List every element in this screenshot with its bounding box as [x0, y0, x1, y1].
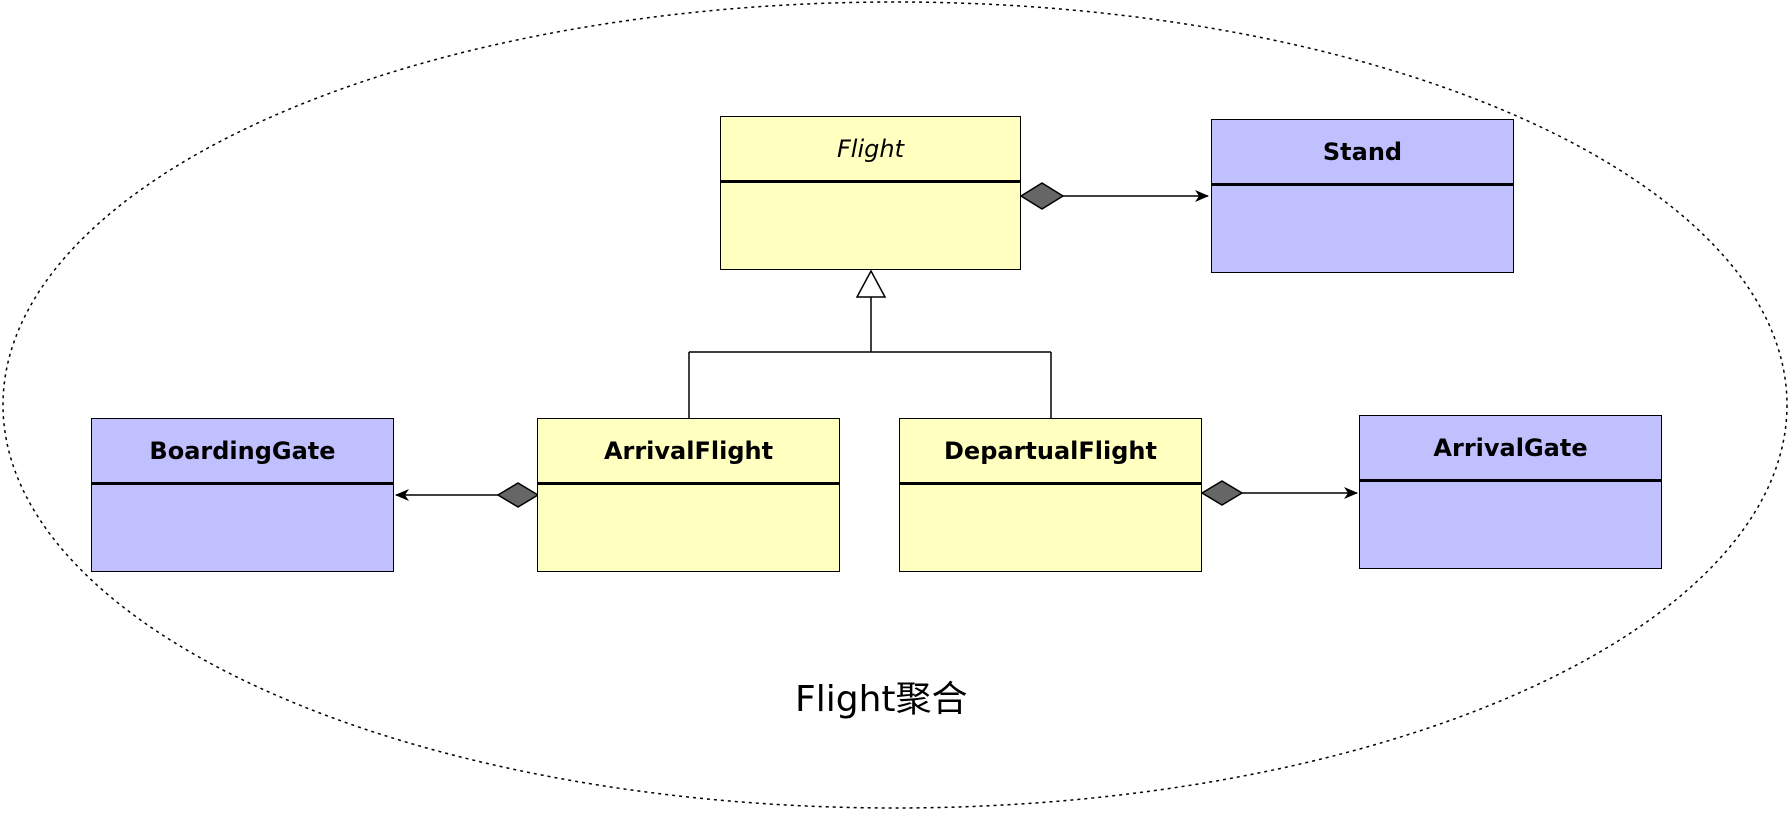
composition-flight-stand — [1019, 182, 1209, 210]
class-boardinggate-name: BoardingGate — [92, 419, 393, 485]
class-flight-name: Flight — [721, 117, 1020, 183]
class-arrivalflight-name: ArrivalFlight — [538, 419, 839, 485]
class-arrivalgate-name: ArrivalGate — [1360, 416, 1661, 482]
generalization-tree — [688, 269, 1052, 418]
class-stand[interactable]: Stand — [1211, 119, 1514, 273]
class-departualflight[interactable]: DepartualFlight — [899, 418, 1202, 572]
composition-arrivalflight-boardinggate — [395, 482, 540, 508]
aggregate-label: Flight聚合 — [795, 679, 968, 720]
class-flight[interactable]: Flight — [720, 116, 1021, 270]
class-stand-name: Stand — [1212, 120, 1513, 186]
composition-diamond — [1019, 182, 1065, 210]
class-arrivalgate[interactable]: ArrivalGate — [1359, 415, 1662, 569]
composition-diamond — [496, 482, 540, 508]
class-boardinggate[interactable]: BoardingGate — [91, 418, 394, 572]
composition-diamond — [1200, 480, 1244, 506]
generalization-triangle — [855, 269, 887, 298]
composition-departualflight-arrivalgate — [1200, 480, 1358, 506]
class-departualflight-name: DepartualFlight — [900, 419, 1201, 485]
class-arrivalflight[interactable]: ArrivalFlight — [537, 418, 840, 572]
